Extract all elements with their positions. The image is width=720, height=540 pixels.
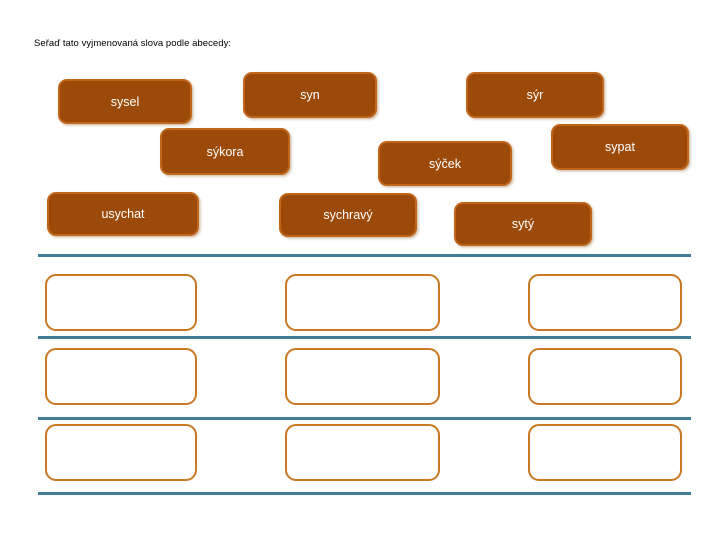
word-chip[interactable]: sysel — [58, 79, 192, 124]
divider-line — [38, 336, 691, 339]
word-chip[interactable]: usychat — [47, 192, 199, 236]
word-chip[interactable]: sypat — [551, 124, 689, 170]
answer-slot[interactable] — [528, 274, 682, 331]
divider-line — [38, 492, 691, 495]
word-chip[interactable]: sýček — [378, 141, 512, 186]
page-title: Seřaď tato vyjmenovaná slova podle abece… — [34, 38, 232, 49]
answer-slot[interactable] — [528, 424, 682, 481]
divider-line — [38, 417, 691, 420]
answer-slot[interactable] — [528, 348, 682, 405]
answer-slot[interactable] — [45, 348, 197, 405]
answer-slot[interactable] — [45, 424, 197, 481]
word-chip[interactable]: sýkora — [160, 128, 290, 175]
word-chip[interactable]: syn — [243, 72, 377, 118]
word-chip[interactable]: sytý — [454, 202, 592, 246]
divider-line — [38, 254, 691, 257]
answer-slot[interactable] — [285, 348, 440, 405]
answer-slot[interactable] — [45, 274, 197, 331]
answer-slot[interactable] — [285, 274, 440, 331]
word-chip[interactable]: sýr — [466, 72, 604, 118]
answer-slot[interactable] — [285, 424, 440, 481]
word-chip[interactable]: sychravý — [279, 193, 417, 237]
